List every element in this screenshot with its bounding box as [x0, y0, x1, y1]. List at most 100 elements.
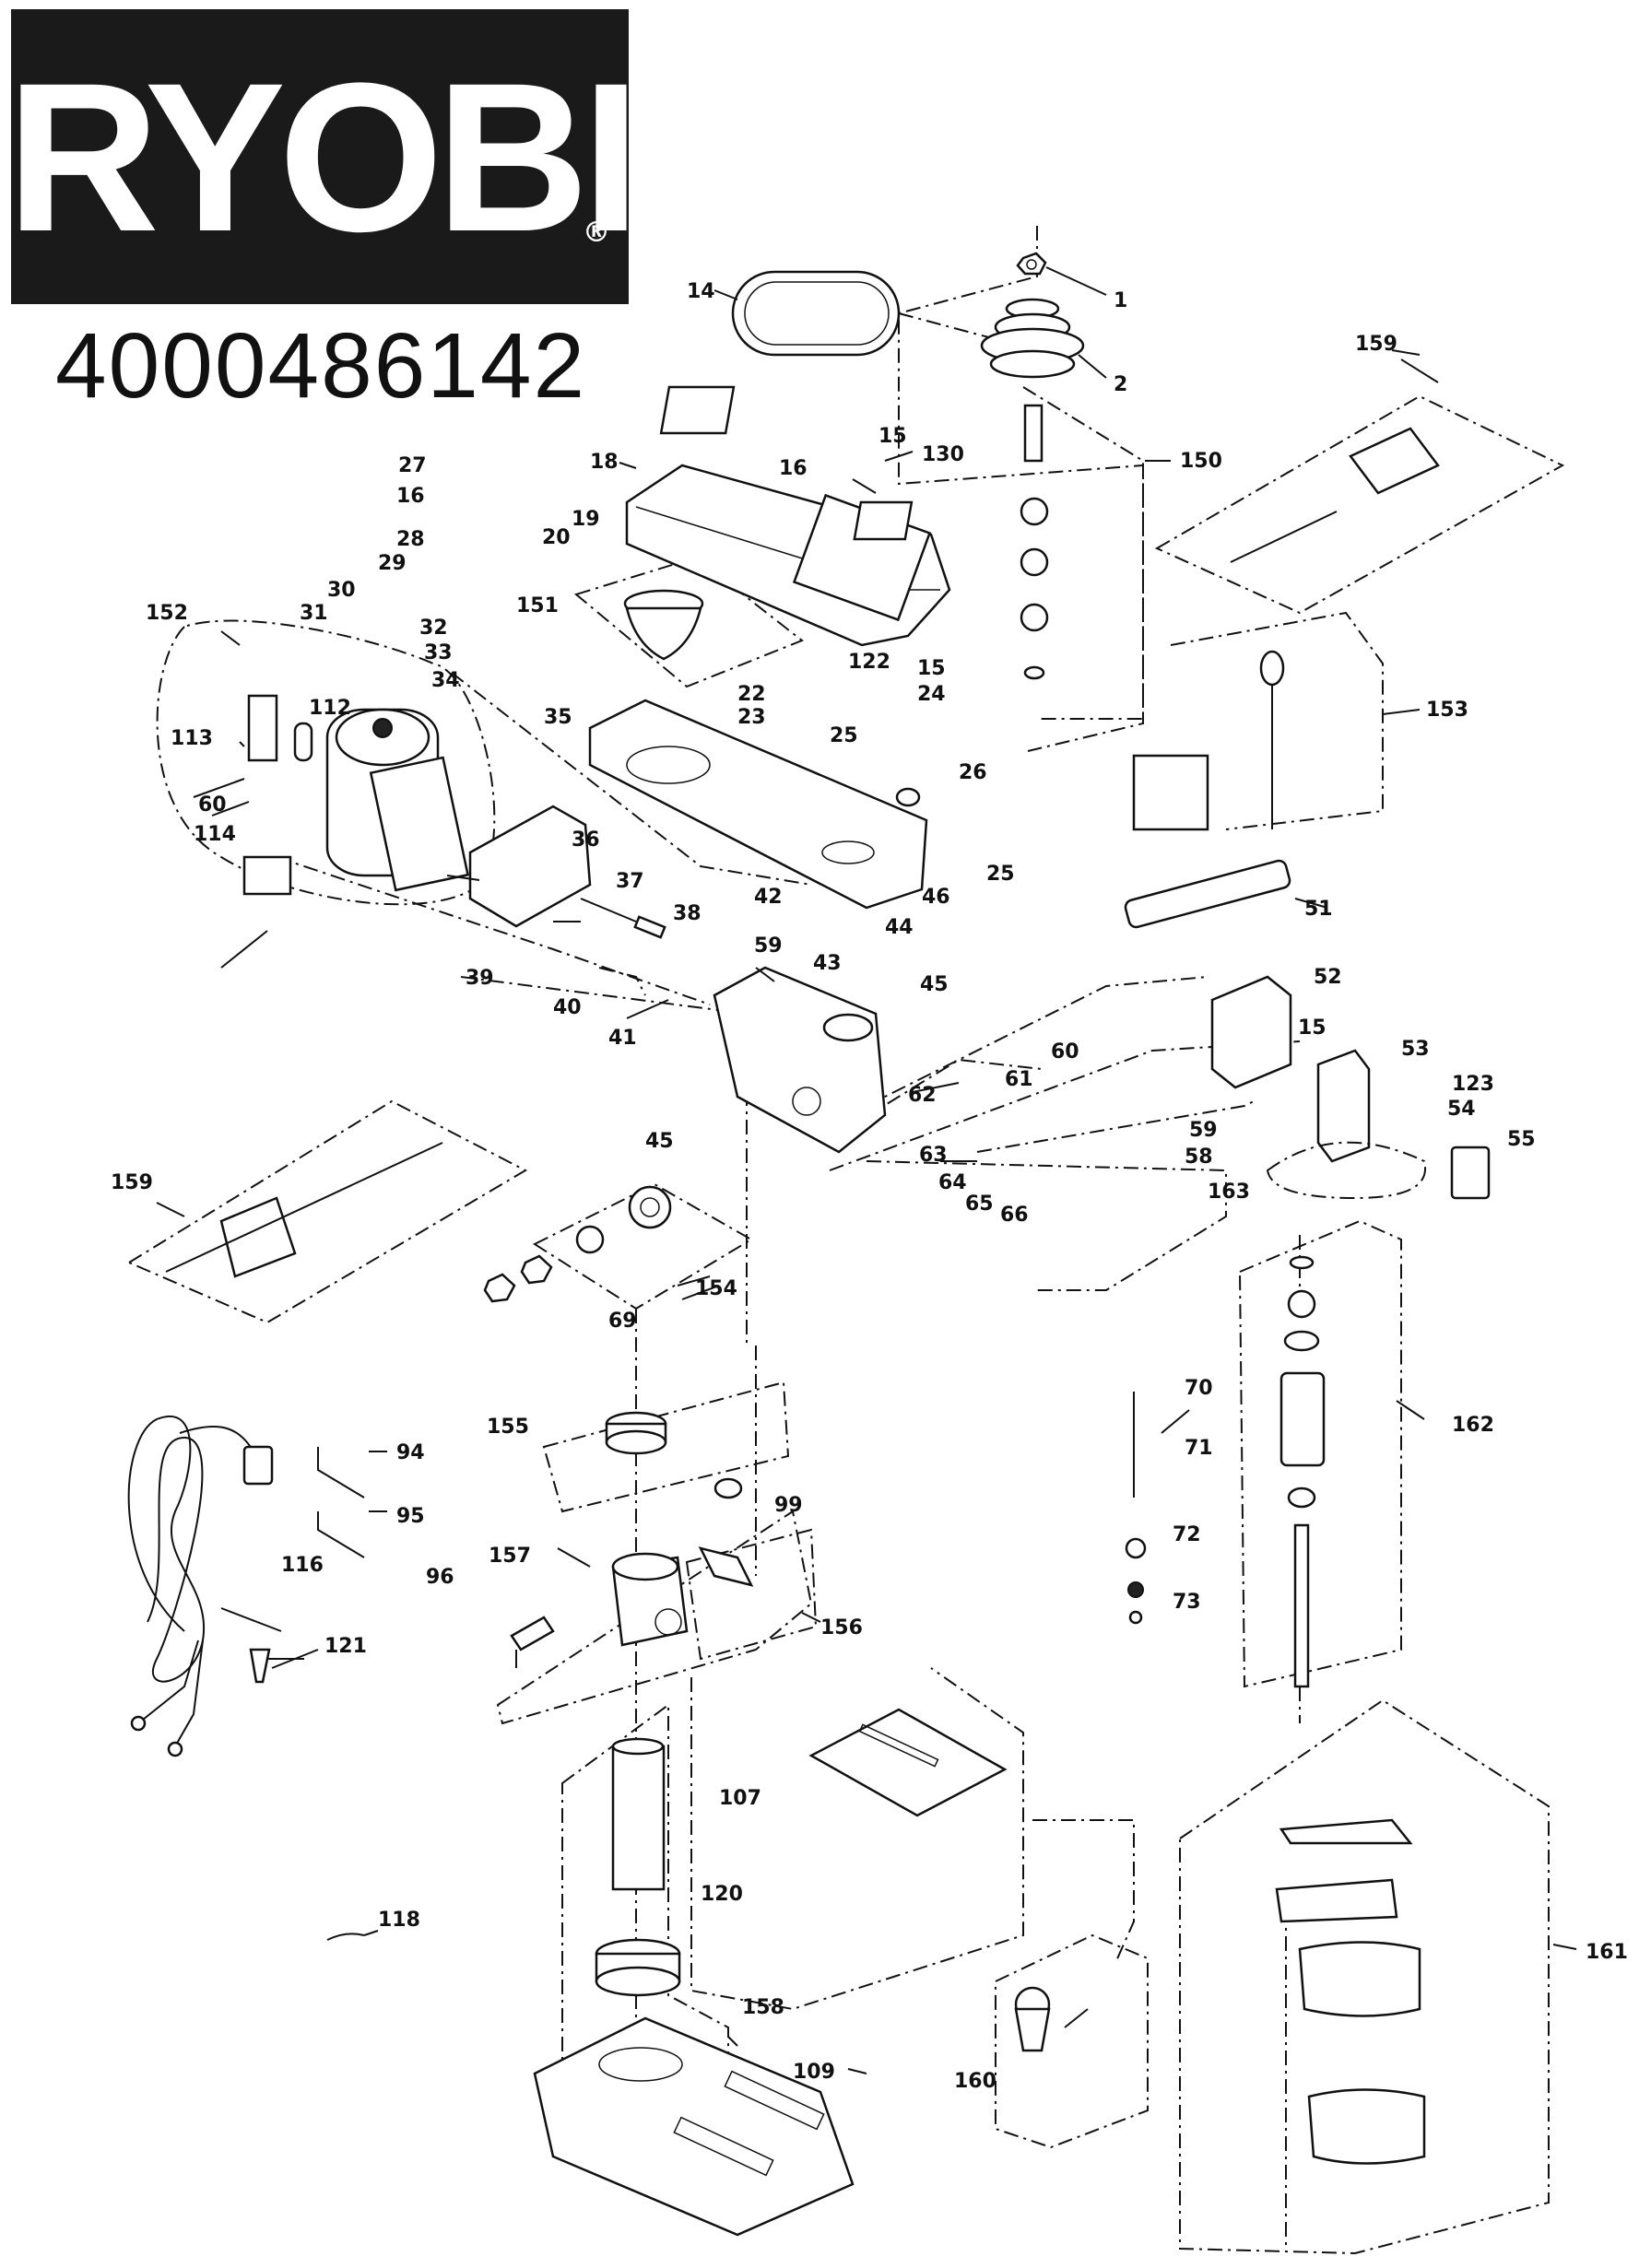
callout-113: 113	[171, 727, 213, 750]
callout-44: 44	[885, 916, 914, 939]
callout-70: 70	[1185, 1377, 1213, 1400]
callout-40: 40	[553, 996, 582, 1019]
callout-62: 62	[908, 1084, 937, 1107]
callout-25: 25	[986, 863, 1015, 886]
callout-158: 158	[742, 1996, 784, 2019]
callout-118: 118	[378, 1909, 420, 1932]
callout-31: 31	[300, 602, 328, 625]
callout-51: 51	[1304, 898, 1333, 921]
callout-15: 15	[1298, 1016, 1327, 1040]
callout-45: 45	[920, 973, 949, 996]
callout-23: 23	[737, 706, 766, 729]
callout-107: 107	[719, 1787, 761, 1810]
callout-73: 73	[1173, 1591, 1201, 1614]
callout-94: 94	[396, 1441, 425, 1464]
callout-55: 55	[1507, 1128, 1536, 1151]
callout-22: 22	[737, 683, 766, 706]
callout-34: 34	[431, 669, 460, 692]
callout-25: 25	[830, 724, 858, 747]
callout-60: 60	[1051, 1040, 1079, 1063]
callout-54: 54	[1447, 1098, 1476, 1121]
callout-161: 161	[1586, 1941, 1628, 1964]
callout-99: 99	[774, 1494, 803, 1517]
callout-46: 46	[922, 886, 950, 909]
callout-152: 152	[146, 602, 188, 625]
ryobi-logo: RYOBI ®	[6, 9, 641, 304]
callout-59: 59	[1189, 1119, 1218, 1142]
callout-30: 30	[327, 579, 356, 602]
callout-26: 26	[959, 761, 987, 784]
callout-52: 52	[1314, 966, 1342, 989]
callout-2: 2	[1114, 373, 1127, 396]
callout-112: 112	[309, 697, 351, 720]
callout-121: 121	[324, 1635, 367, 1658]
callout-28: 28	[396, 528, 425, 551]
part-drawings	[127, 252, 1491, 2237]
callout-58: 58	[1185, 1146, 1213, 1169]
callout-27: 27	[398, 454, 427, 477]
callout-41: 41	[608, 1027, 637, 1050]
callout-122: 122	[848, 651, 890, 674]
callout-45: 45	[645, 1130, 674, 1153]
callout-18: 18	[590, 451, 619, 474]
callout-32: 32	[419, 617, 448, 640]
callout-150: 150	[1180, 450, 1222, 473]
callout-95: 95	[396, 1505, 425, 1528]
callout-16: 16	[779, 457, 808, 480]
callout-155: 155	[487, 1416, 529, 1439]
callout-24: 24	[917, 683, 946, 706]
callout-71: 71	[1185, 1437, 1213, 1460]
callout-43: 43	[813, 952, 842, 975]
callout-151: 151	[516, 594, 559, 617]
callout-72: 72	[1173, 1523, 1201, 1546]
callout-19: 19	[572, 508, 600, 531]
callout-154: 154	[695, 1277, 737, 1300]
assembly-boundaries	[126, 226, 1565, 2255]
callout-20: 20	[542, 526, 571, 549]
callout-37: 37	[616, 870, 644, 893]
model-number: 4000486142	[55, 314, 587, 417]
callout-29: 29	[378, 552, 407, 575]
callout-96: 96	[426, 1566, 454, 1589]
callout-163: 163	[1208, 1181, 1250, 1204]
callout-109: 109	[793, 2061, 835, 2084]
callout-36: 36	[572, 828, 600, 852]
callout-15: 15	[917, 657, 946, 680]
callout-66: 66	[1000, 1204, 1029, 1227]
callout-63: 63	[919, 1144, 948, 1167]
callout-159: 159	[111, 1171, 153, 1194]
callout-64: 64	[938, 1171, 967, 1194]
callout-162: 162	[1452, 1414, 1494, 1437]
registered-mark: ®	[583, 217, 610, 249]
callout-120: 120	[701, 1883, 743, 1906]
callout-35: 35	[544, 706, 572, 729]
callout-53: 53	[1401, 1038, 1430, 1061]
callout-15: 15	[878, 425, 907, 448]
callout-60: 60	[198, 793, 227, 817]
callout-42: 42	[754, 886, 783, 909]
callout-33: 33	[424, 641, 453, 664]
callout-114: 114	[194, 823, 236, 846]
callout-1: 1	[1114, 289, 1127, 312]
callout-labels: 1 2 14 15 15 15 16 16 18 19 20 22 23 24 …	[111, 280, 1628, 2093]
callout-157: 157	[489, 1545, 531, 1568]
callout-156: 156	[820, 1616, 863, 1639]
leader-lines	[156, 266, 1577, 2074]
callout-69: 69	[608, 1310, 637, 1333]
callout-159: 159	[1355, 333, 1397, 356]
callout-59: 59	[754, 934, 783, 958]
callout-65: 65	[965, 1193, 994, 1216]
callout-14: 14	[687, 280, 715, 303]
callout-153: 153	[1426, 699, 1468, 722]
callout-123: 123	[1452, 1073, 1494, 1096]
callout-61: 61	[1005, 1068, 1033, 1091]
callout-38: 38	[673, 902, 702, 925]
callout-39: 39	[466, 967, 494, 990]
callout-116: 116	[281, 1554, 324, 1577]
callout-160: 160	[954, 2070, 996, 2093]
brand-name: RYOBI	[6, 38, 641, 276]
callout-16: 16	[396, 485, 425, 508]
callout-130: 130	[922, 443, 964, 466]
